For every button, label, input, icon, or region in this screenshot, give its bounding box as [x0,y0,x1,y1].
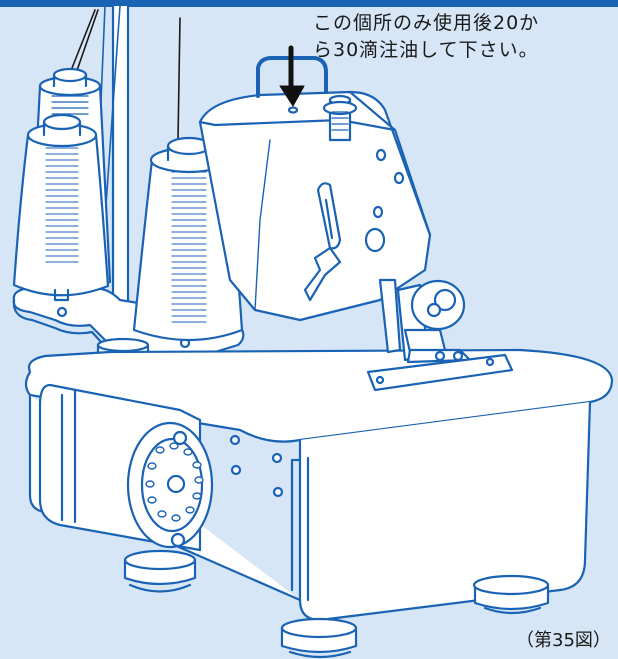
note-line-1: この個所のみ使用後20か [313,12,540,34]
top-color-band [0,0,618,7]
motor [38,383,214,552]
figure-caption: （第35図） [516,630,611,651]
needle-plate [366,353,514,392]
needle-assembly [378,278,472,364]
machine-feet [123,549,550,659]
presser-lever [303,246,342,302]
oil-hole [287,106,299,114]
thread-cone-left [12,113,110,302]
note-line-2: ら30滴注油して下さい。 [313,39,539,61]
oiling-instruction-note: この個所のみ使用後20か ら30滴注油して下さい。 [313,10,539,64]
thread-stand-pole [111,4,130,317]
machine-base-front [298,400,592,622]
machine-head [198,56,432,322]
